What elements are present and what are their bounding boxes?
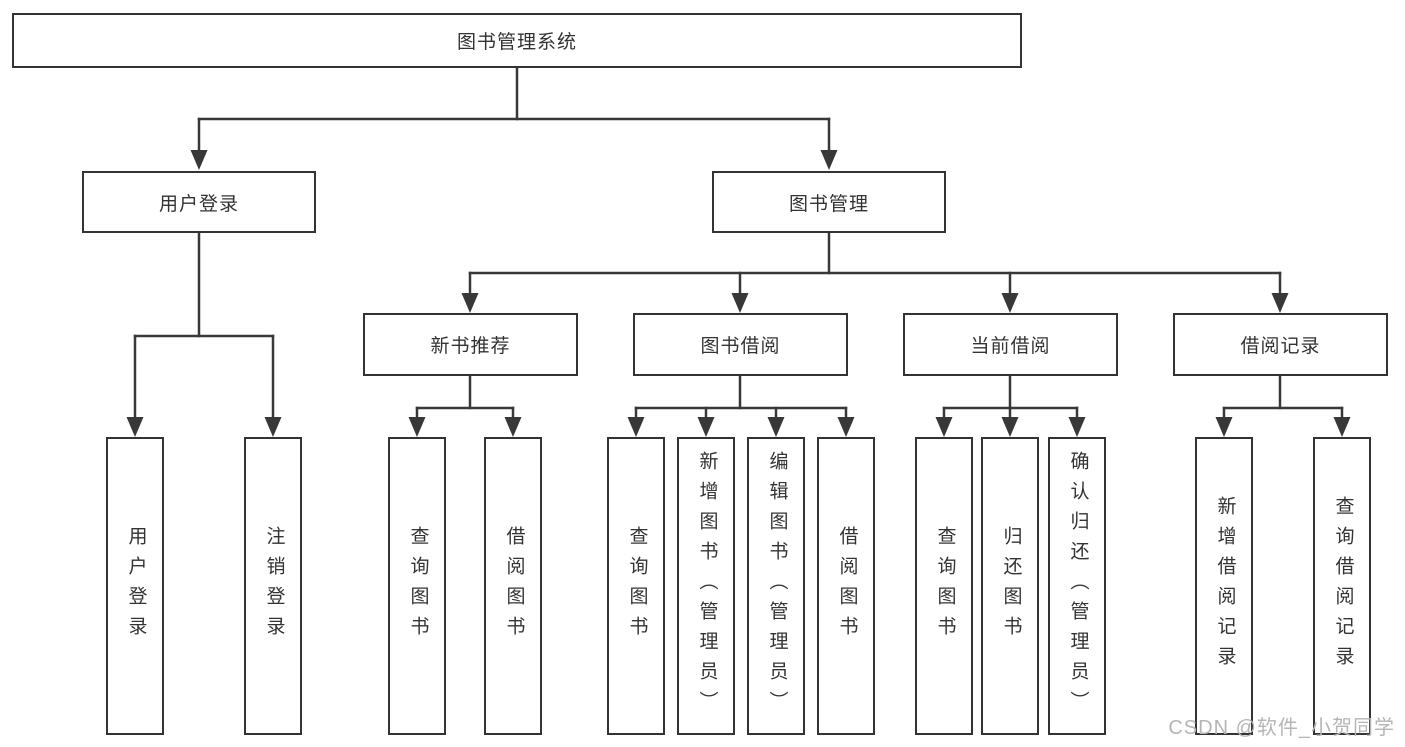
leaf-edit-books-admin: 编辑图书（管理员）: [747, 437, 805, 735]
leaf-query-borrow-record: 查询借阅记录: [1313, 437, 1371, 735]
node-label: 图书借阅: [700, 336, 781, 357]
node-label: 借阅图书: [503, 526, 525, 646]
node-label: 查询借阅记录: [1332, 496, 1354, 676]
connector-current-borrow: [935, 374, 1086, 437]
connector-borrow-records: [1215, 374, 1351, 437]
node-label: 注销登录: [263, 526, 285, 646]
csdn-watermark: CSDN @软件_小贺同学: [1168, 717, 1395, 739]
leaf-return-books: 归还图书: [981, 437, 1039, 735]
connector-user-login: [126, 231, 282, 437]
node-current-borrow: 当前借阅: [903, 313, 1118, 376]
node-root: 图书管理系统: [12, 13, 1022, 68]
leaf-borrow-books-2: 借阅图书: [817, 437, 875, 735]
node-label: 用户登录: [125, 526, 147, 646]
node-label: 用户登录: [158, 193, 239, 215]
leaf-borrow-books-1: 借阅图书: [484, 437, 542, 735]
leaf-confirm-return-admin: 确认归还（管理员）: [1048, 437, 1106, 735]
connector-root: [190, 66, 838, 170]
node-label: 图书管理: [788, 193, 869, 215]
connector-new-book-recommend: [408, 374, 522, 437]
leaf-query-books-1: 查询图书: [388, 437, 446, 735]
node-label: 新增借阅记录: [1214, 496, 1236, 676]
node-label: 查询图书: [934, 526, 956, 646]
node-label: 确认归还（管理员）: [1067, 451, 1089, 721]
node-label: 新书推荐: [430, 336, 511, 357]
node-label: 编辑图书（管理员）: [766, 451, 788, 721]
leaf-user-login: 用户登录: [106, 437, 164, 735]
node-book-management: 图书管理: [712, 171, 946, 233]
node-label: 新增图书（管理员）: [696, 451, 718, 721]
node-label: 当前借阅: [970, 336, 1051, 357]
node-book-borrow: 图书借阅: [633, 313, 848, 376]
node-label: 查询图书: [407, 526, 429, 646]
connector-book-management: [461, 231, 1289, 313]
leaf-add-borrow-record: 新增借阅记录: [1195, 437, 1253, 735]
leaf-query-books-3: 查询图书: [915, 437, 973, 735]
node-label: 图书管理系统: [456, 32, 577, 53]
node-new-book-recommend: 新书推荐: [363, 313, 578, 376]
leaf-query-books-2: 查询图书: [607, 437, 665, 735]
node-label: 借阅图书: [836, 526, 858, 646]
connector-book-borrow: [627, 374, 855, 437]
leaf-logout: 注销登录: [244, 437, 302, 735]
node-borrow-records: 借阅记录: [1173, 313, 1388, 376]
node-user-login: 用户登录: [82, 171, 316, 233]
node-label: 归还图书: [1000, 526, 1022, 646]
node-label: 借阅记录: [1240, 336, 1321, 357]
node-label: 查询图书: [626, 526, 648, 646]
leaf-add-books-admin: 新增图书（管理员）: [677, 437, 735, 735]
